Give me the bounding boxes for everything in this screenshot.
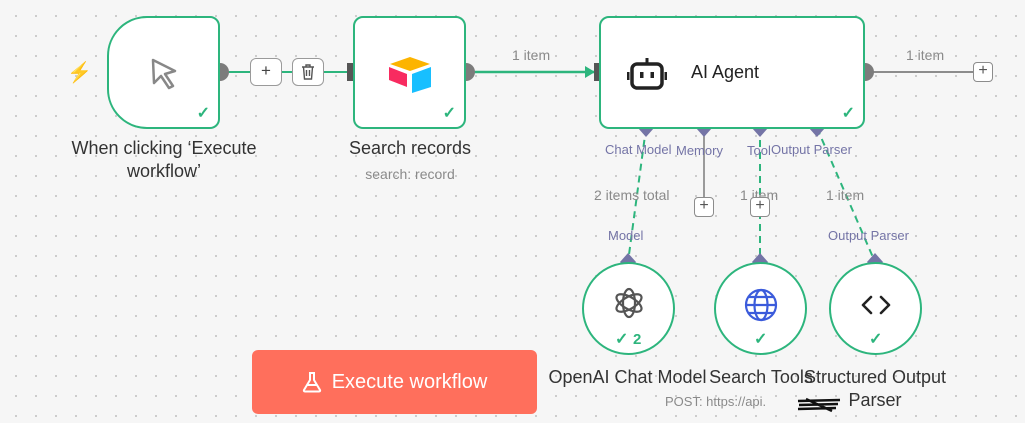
port-label-tool: Tool (747, 143, 771, 158)
parser-label-line1: Structured Output (803, 367, 947, 387)
run-count-badge: 2 (633, 331, 642, 348)
add-memory-button[interactable]: + (694, 197, 714, 217)
ai-agent-node[interactable]: AI Agent ✓ (599, 16, 865, 129)
port-label-parser-in: Output Parser (828, 228, 909, 243)
port-label-chat-model: Chat Model (605, 142, 672, 157)
structured-output-parser-node[interactable]: ✓ (829, 262, 922, 355)
success-check-icon: ✓ (841, 105, 855, 122)
item-count-agent-output: 1 item (906, 47, 945, 63)
search-records-label: Search records (348, 138, 472, 158)
search-tools-label: Search Tools (709, 367, 813, 387)
search-tools-subtitle: POST: https://api. (665, 394, 767, 409)
parser-label-line2: Parser (848, 390, 902, 410)
execute-workflow-label: Execute workflow (331, 370, 488, 393)
success-check-icon: ✓ (196, 105, 210, 122)
openai-icon (614, 288, 643, 319)
add-tool-button[interactable]: + (750, 197, 770, 217)
search-input-port (347, 63, 355, 81)
trigger-node[interactable]: ✓ (107, 16, 220, 129)
connection-model (627, 127, 647, 263)
port-label-output-parser: Output Parser (771, 142, 852, 157)
delete-connection-button[interactable] (292, 58, 324, 86)
item-count-model: 2 items total (594, 187, 670, 203)
openai-chat-model-node[interactable]: ✓ 2 (582, 262, 675, 355)
globe-icon (744, 288, 777, 322)
success-check-icon: ✓ (442, 105, 456, 122)
structured-output-parser-label: Structured Output Parser (790, 366, 960, 412)
redaction-scribble (797, 397, 841, 413)
success-check-icon: ✓ (615, 331, 629, 348)
add-output-node-button[interactable]: + (973, 62, 993, 82)
cursor-icon (151, 58, 176, 89)
success-check-icon: ✓ (869, 331, 883, 348)
search-tools-node[interactable]: ✓ (714, 262, 807, 355)
execute-workflow-button[interactable]: Execute workflow (252, 350, 537, 414)
trash-icon (302, 64, 314, 80)
flask-icon (302, 372, 321, 393)
trigger-label-line1: When clicking ‘Execute (71, 138, 257, 158)
connection-parser (816, 127, 876, 263)
openai-chat-model-label: OpenAI Chat Model (548, 367, 707, 387)
success-check-icon: ✓ (754, 331, 768, 348)
trigger-node-label: When clicking ‘Execute workflow’ (58, 137, 270, 183)
bolt-icon: ⚡ (67, 62, 92, 84)
item-count-parser: 1 item (826, 187, 865, 203)
airtable-icon (388, 56, 431, 93)
search-records-node[interactable]: ✓ (353, 16, 466, 129)
add-node-edge-button[interactable]: + (250, 58, 282, 86)
code-brackets-icon (861, 295, 890, 315)
search-records-subtitle: search: record (365, 166, 455, 182)
ai-agent-title: AI Agent (691, 62, 760, 82)
item-count-search-agent: 1 item (512, 47, 551, 63)
trigger-label-line2: workflow’ (126, 161, 201, 181)
port-label-memory: Memory (676, 143, 723, 158)
port-label-model-in: Model (608, 228, 644, 243)
robot-icon (627, 58, 667, 90)
agent-input-port (594, 63, 602, 81)
